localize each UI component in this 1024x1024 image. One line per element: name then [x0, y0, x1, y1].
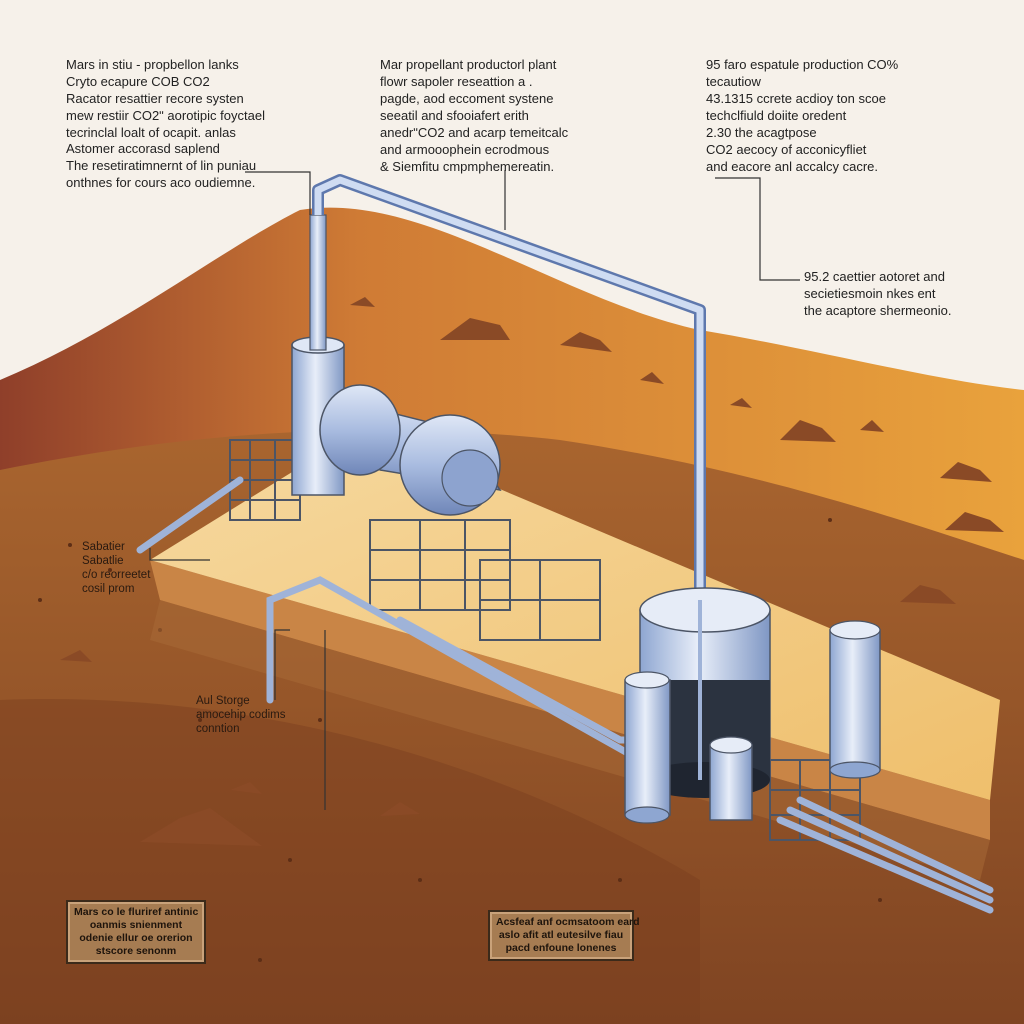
reactor-drum — [319, 384, 502, 516]
plaque-line: Mars co le fluriref antinic — [74, 906, 199, 918]
annotation-line: 43.1315 ccrete acdioy ton scoe — [706, 91, 886, 106]
plaque-line: pacd enfoune lonenes — [505, 942, 617, 954]
annotation-line: conntion — [196, 723, 240, 735]
annotation-line: tecautiow — [706, 74, 761, 89]
annotation-line: tecrinclal loalt of ocapit. anlas — [66, 125, 236, 140]
annotation-line: onthnes for cours aco oudiemne. — [66, 175, 256, 190]
annotation-line: secietiesmoin nkes ent — [804, 286, 936, 301]
plaque-line: aslo afit atl eutesilve fiau — [498, 929, 624, 941]
annotation-top-right: 95 faro espatule production CO% tecautio… — [706, 56, 898, 175]
annotation-left-mid: Astomer accorasd saplend The resetiratim… — [66, 140, 256, 191]
annotation-line: Mar propellant productorl plant — [380, 57, 557, 72]
annotation-line: Mars in stiu - propbellon lanks — [66, 57, 239, 72]
small-tank-b — [709, 736, 753, 821]
leader-lines — [149, 170, 800, 810]
annotation-line: Sabatlie — [82, 555, 124, 567]
annotation-sabatier: Sabatier Sabatlie c/o reorreetet cosil p… — [82, 540, 150, 596]
annotation-line: CO2 aecocy of acconicyfliet — [706, 142, 867, 157]
scaffold-frames — [229, 439, 861, 841]
tall-tank-right — [829, 620, 881, 779]
annotation-line: Cryto ecapure COB CO2 — [66, 74, 210, 89]
annotation-line: pagde, aod eccoment systene — [380, 91, 554, 106]
annotation-top-left: Mars in stiu - propbellon lanks Cryto ec… — [66, 56, 265, 141]
annotation-line: Sabatier — [82, 541, 125, 553]
annotation-top-center: Mar propellant productorl plant flowr sa… — [380, 56, 568, 175]
annotation-line: techclfiuld doiite oredent — [706, 108, 847, 123]
platform-pad-top — [150, 430, 1000, 800]
annotation-line: flowr sapoler reseattion a . — [380, 74, 533, 89]
plaque-line: Acsfeaf anf ocmsatoom eard — [496, 916, 640, 928]
annotation-line: 95.2 caettier aotoret and — [804, 269, 945, 284]
annotation-line: cosil prom — [82, 583, 135, 595]
annotation-line: and armooophein ecrodmous — [380, 142, 550, 157]
annotation-line: 2.30 the acagtpose — [706, 125, 817, 140]
small-tank-a — [624, 671, 671, 824]
annotation-line: The resetiratimnernt of lin puniau — [66, 158, 257, 173]
annotation-storage: Aul Storge amocehip codims conntion — [196, 694, 285, 736]
platform-pad-front — [150, 600, 990, 880]
plaque-line: stscore senonm — [95, 945, 177, 957]
annotation-line: c/o reorreetet — [82, 569, 151, 581]
annotation-line: and eacore anl accalcy cacre. — [706, 159, 878, 174]
platform-pad-side — [150, 560, 990, 840]
plaque-line: odenie ellur oe orerion — [79, 932, 193, 944]
plaque-left: Mars co le fluriref antinic oanmis snien… — [66, 900, 206, 964]
plaque-center: Acsfeaf anf ocmsatoom eard aslo afit atl… — [488, 910, 640, 961]
annotation-line: seeatil and sfooiafert erith — [380, 108, 529, 123]
annotation-line: mew restiir CO2ʺ aorotipic foyctael — [66, 108, 265, 123]
annotation-line: Astomer accorasd saplend — [66, 141, 220, 156]
annotation-line: 95 faro espatule production CO% — [706, 57, 899, 72]
vent-stack — [309, 214, 327, 351]
annotation-right-mid: 95.2 caettier aotoret and secietiesmoin … — [804, 268, 951, 319]
annotation-line: & Siemfitu cmpmphemereatin. — [380, 159, 555, 174]
annotation-line: amocehip codims — [196, 709, 286, 721]
annotation-line: anedrʺCO2 and acarp temeitcalc — [380, 125, 569, 140]
rocks — [60, 297, 1004, 846]
annotation-line: Racator resattier recore systen — [66, 91, 244, 106]
annotation-line: Aul Storge — [196, 695, 250, 707]
plaque-line: oanmis snienment — [89, 919, 183, 931]
annotation-line: the acaptore shermeonio. — [804, 303, 952, 318]
